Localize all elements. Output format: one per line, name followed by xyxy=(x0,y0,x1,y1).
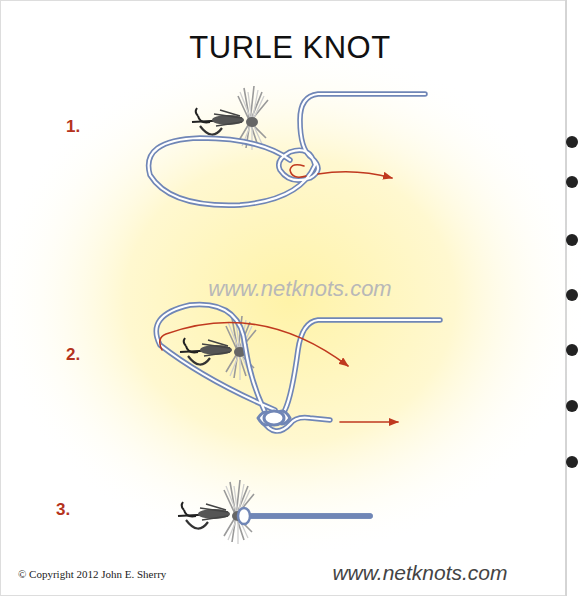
copyright: © Copyright 2012 John E. Sherry xyxy=(18,568,166,580)
website: www.netknots.com xyxy=(332,561,507,585)
step-number: 2. xyxy=(66,345,80,365)
watermark: www.netknots.com xyxy=(208,276,391,302)
step-number: 1. xyxy=(66,117,80,137)
title: TURLE KNOT xyxy=(189,30,390,66)
step-number: 3. xyxy=(56,500,70,520)
